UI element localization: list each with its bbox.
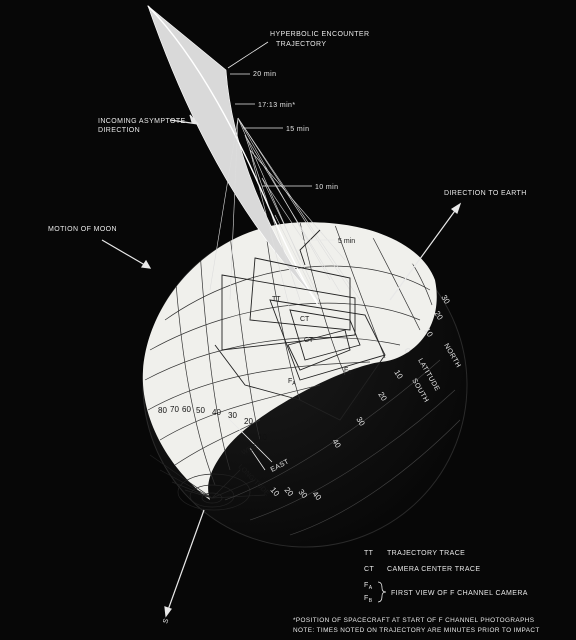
legend-ct-text: CAMERA CENTER TRACE	[387, 566, 480, 573]
lon-w-20: 20	[244, 417, 253, 426]
camera-frames	[214, 229, 386, 421]
motion-of-moon-label: MOTION OF MOON	[48, 226, 117, 233]
incoming-asymptote-swath	[147, 5, 319, 303]
arrows	[101, 114, 462, 618]
legend-brace	[377, 581, 387, 603]
lon-w-10: 10	[258, 433, 267, 442]
direction-to-earth-label: DIRECTION TO EARTH	[444, 190, 527, 197]
fa-marker: FA	[288, 378, 296, 387]
legend-ct-code: CT	[364, 566, 374, 573]
time-5-label: 5 min	[338, 238, 355, 245]
leader-lines	[227, 41, 335, 471]
legend-fb: FB	[364, 595, 373, 604]
asymptote-label-2: DIRECTION	[98, 127, 140, 134]
legend: TT TRAJECTORY TRACE CT CAMERA CENTER TRA…	[293, 550, 540, 634]
south-pole-label: S	[162, 618, 170, 625]
lon-w-70: 70	[170, 405, 179, 414]
footnote-1: *POSITION OF SPACECRAFT AT START OF F CH…	[293, 617, 534, 624]
dark-side-grid	[224, 359, 461, 536]
time-20-label: 20 min	[253, 71, 276, 78]
legend-fa: FA	[364, 582, 373, 591]
legend-tt-code: TT	[364, 550, 374, 557]
lon-w-30: 30	[228, 411, 237, 420]
time-17-label: 17:13 min*	[258, 102, 295, 109]
lon-w-40: 40	[212, 408, 221, 417]
hyperbolic-label-1: HYPERBOLIC ENCOUNTER	[270, 31, 369, 38]
ct-marker-2: CT	[304, 337, 314, 344]
legend-tt-text: TRAJECTORY TRACE	[387, 550, 465, 557]
time-10-label: 10 min	[315, 184, 338, 191]
south-pole-grid	[149, 454, 266, 511]
footnote-2: NOTE: TIMES NOTED ON TRAJECTORY ARE MINU…	[293, 627, 540, 634]
lon-w-50: 50	[196, 406, 205, 415]
tt-marker: TT	[272, 296, 281, 303]
lat-zero: 0	[402, 346, 412, 355]
ct-marker-1: CT	[300, 316, 310, 323]
camera-rays	[209, 117, 361, 311]
fb-marker: FB	[344, 367, 352, 376]
hyperbolic-label-2: TRAJECTORY	[276, 41, 326, 48]
longitude-west-numbers: 80 70 60 50 40 30 20 10	[158, 405, 267, 442]
asymptote-label-1: INCOMING ASYMPTOTE	[98, 118, 186, 125]
lon-w-80: 80	[158, 406, 167, 415]
lon-w-60: 60	[182, 405, 191, 414]
hyperbolic-trajectory	[147, 5, 319, 306]
time-15-label: 15 min	[286, 126, 309, 133]
legend-f-text: FIRST VIEW OF F CHANNEL CAMERA	[391, 590, 528, 597]
